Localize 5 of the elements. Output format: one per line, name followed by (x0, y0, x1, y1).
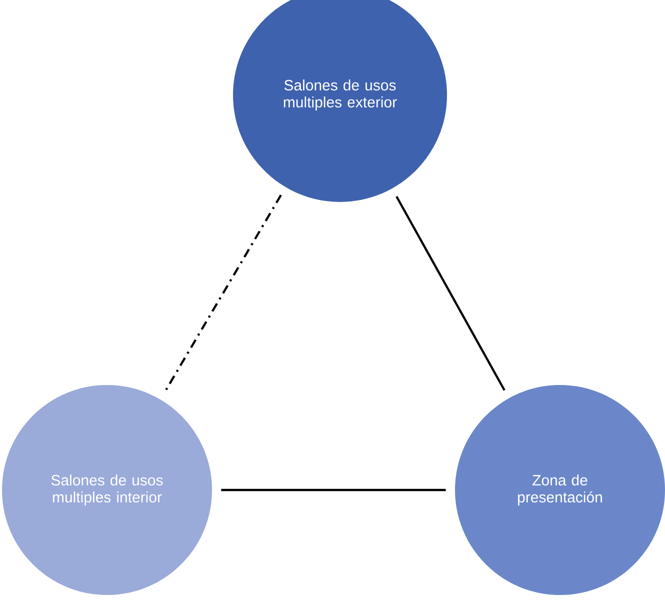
circle-node: Salones de usos multiples interior (2, 385, 212, 595)
connector-line (221, 488, 446, 492)
connector-line (396, 196, 506, 391)
circle-node: Zona de presentación (455, 385, 665, 595)
connector-line (164, 194, 282, 392)
